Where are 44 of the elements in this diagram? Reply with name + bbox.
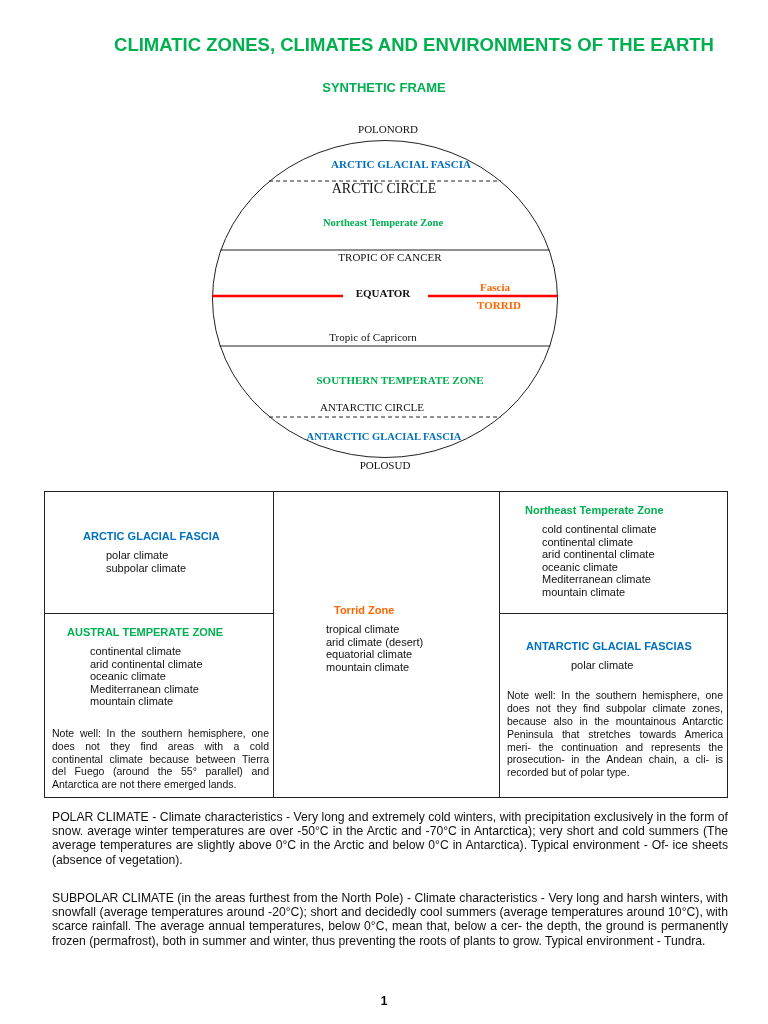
climate-item: equatorial climate — [326, 648, 414, 661]
equator-label: EQUATOR — [355, 287, 411, 299]
climate-item: polar climate — [571, 659, 635, 672]
pole-label: POLOSUD — [359, 459, 411, 471]
climate-item: oceanic climate — [90, 670, 167, 683]
climate-item: mountain climate — [326, 660, 411, 674]
tropic-label: TROPIC OF CANCER — [338, 251, 442, 263]
circle-label: ARCTIC CIRCLE — [331, 181, 437, 197]
climate-item: Mediterranean climate — [90, 682, 200, 696]
zone-label: TORRID — [477, 299, 521, 311]
climate-item: tropical climate — [326, 623, 401, 636]
climate-item: arid continental climate — [90, 657, 204, 671]
zone-label: Northeast Temperate Zone — [322, 216, 444, 228]
zone-label: SOUTHERN TEMPERATE ZONE — [316, 374, 484, 386]
climate-item: cold continental climate — [542, 523, 658, 536]
climate-item: arid continental climate — [542, 548, 656, 561]
climate-item: polar climate — [106, 549, 170, 562]
zone-heading: Northeast Temperate Zone — [525, 504, 665, 516]
zone-label: ANTARCTIC GLACIAL FASCIA — [306, 430, 462, 442]
table-cell — [45, 492, 274, 614]
climate-item: arid climate (desert) — [326, 635, 425, 649]
tropic-label: Tropic of Capricorn — [329, 331, 417, 343]
pole-label: POLONORD — [358, 123, 418, 135]
climate-item: continental climate — [542, 535, 635, 549]
note-text: Note well: In the southern hemisphere, one does not they find subpolar climate zones, because also in the mountainous Antarctic Peninsula that stretches towards America meri- the continuation and represents the prosecution- in the Andean chain, a cli- is recorded but of polar type. — [507, 689, 723, 779]
page-title: CLIMATIC ZONES, CLIMATES AND ENVIRONMENTS OF THE EARTH — [113, 34, 715, 56]
climate-item: oceanic climate — [542, 560, 619, 574]
page-number: 1 — [379, 994, 389, 1008]
zone-label: Fascia — [480, 281, 510, 293]
note-text: Note well: In the southern hemisphere, one does not they find areas with a cold continental climate because between Tierra del Fuego (around the 55° parallel) and Antarctica are not there emerged lands. — [52, 727, 269, 791]
zone-heading: Torrid Zone — [334, 604, 396, 616]
zone-label: ARCTIC GLACIAL FASCIA — [331, 158, 471, 170]
climate-item: continental climate — [90, 645, 183, 658]
climate-item: mountain climate — [542, 585, 627, 599]
zone-heading: ANTARCTIC GLACIAL FASCIAS — [526, 640, 693, 652]
climate-item: Mediterranean climate — [542, 573, 652, 586]
circle-label: ANTARCTIC CIRCLE — [320, 401, 424, 413]
climate-item: subpolar climate — [106, 561, 188, 575]
zone-heading: ARCTIC GLACIAL FASCIA — [83, 530, 221, 542]
climate-item: mountain climate — [90, 695, 175, 708]
paragraph: POLAR CLIMATE - Climate characteristics - Very long and extremely cold winters, with precipitation exclusively in the form of snow. average winter temperatures are over -50°C in the Arctic and -70°C in Antarctica); very short and cold summers (The average temperatures are slightly above 0°C in the Arctic and below 0°C in Antarctica). Typical environment - Of- ice sheets (absence of vegetation). — [52, 810, 728, 867]
paragraph: SUBPOLAR CLIMATE (in the areas furthest from the North Pole) - Climate characteristics - Very long and harsh winters, with snowfall (average temperatures around -20°C); short and decidedly cool summers (average temperatures around 10°C), with scarce rainfall. The average annual temperatures, below 0°C, mean that, below a cer- the depth, the ground is permanently frozen (permafrost), both in summer and winter, thus preventing the roots of plants to grow. Typical environment - Tundra. — [52, 891, 728, 948]
zone-heading: AUSTRAL TEMPERATE ZONE — [67, 626, 225, 638]
subtitle: SYNTHETIC FRAME — [321, 80, 447, 95]
